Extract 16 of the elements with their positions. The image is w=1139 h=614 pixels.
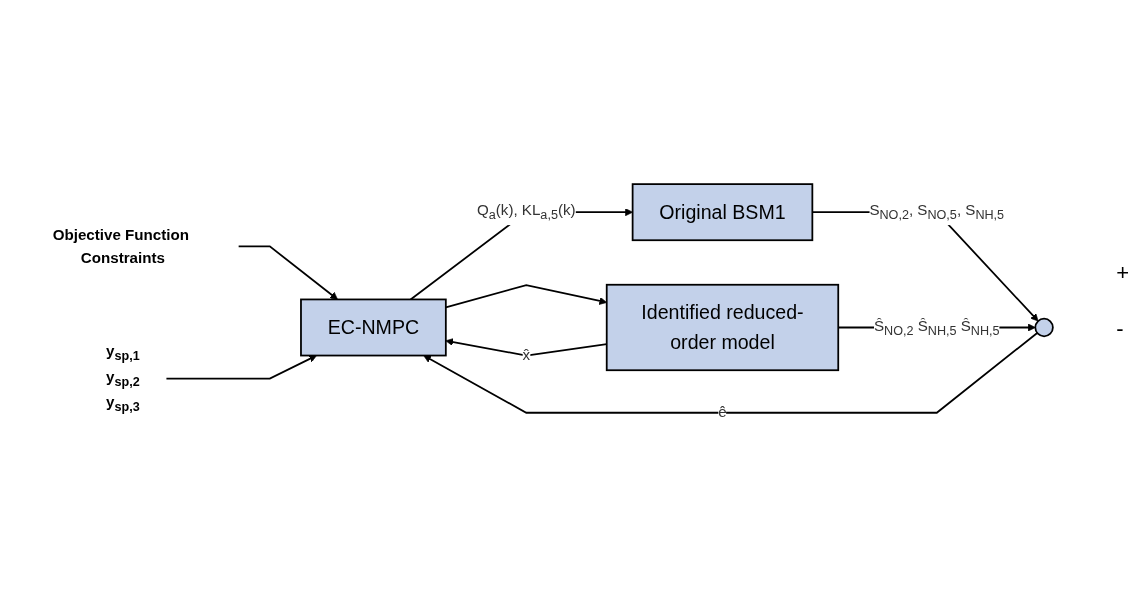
node-box: Original BSM1 [631, 183, 814, 241]
edge-label: x̂ [522, 346, 531, 364]
sign-label: - [1116, 316, 1125, 342]
edge-label: ê [718, 403, 727, 421]
node-circle [1034, 317, 1054, 337]
arrow [237, 245, 338, 300]
sign-label: + [1116, 260, 1129, 286]
edge-label: Q$_{a}$(k), KL$_{a,5}$(k) [477, 201, 576, 222]
node-box: EC-NMPC [300, 298, 447, 357]
node-box: Identified reduced-order model [605, 283, 840, 371]
node-text: y$_{sp,1}$ y$_{sp,2}$ y$_{sp,3}$ [106, 342, 140, 414]
arrow [165, 355, 317, 380]
arrow [423, 331, 1039, 414]
edge-label: Ŝ$_{NO,2}$ Ŝ$_{NH,5}$ Ŝ$_{NH,5}$ [873, 317, 1000, 338]
edge-label: S$_{NO,2}$, S$_{NO,5}$, S$_{NH,5}$ [869, 201, 1005, 222]
node-text: Objective Function Constraints [52, 226, 189, 266]
